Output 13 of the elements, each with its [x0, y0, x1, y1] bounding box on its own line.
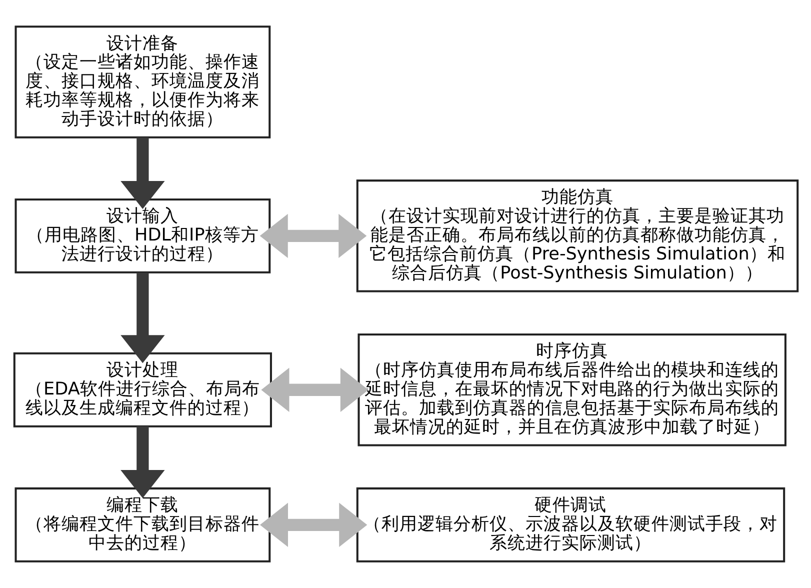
arrow [259, 214, 366, 258]
node-box: 编程下载 （将编程文件下载到目标器件中去的过程） [14, 487, 270, 562]
node-box: 功能仿真 （在设计实现前对设计进行的仿真，主要是验证其功能是否正确。布局布线以前的仿真都称做功能仿真，它包括综合前仿真（Pre-Synthesis Simulation）和综合后仿真（Post-Synthesis Simulation）） [356, 180, 798, 292]
node-box: 设计准备 （设定一些诸如功能、操作速度、接口规格、环境温度及消耗功率等规格，以便作为将来动手设计时的依据） [14, 26, 270, 138]
arrow [120, 138, 164, 210]
arrow [260, 368, 368, 412]
node-box: 硬件调试 （利用逻辑分析仪、示波器以及软硬件测试手段，对系统进行实际测试） [356, 487, 785, 562]
arrow [259, 502, 367, 547]
node-box: 时序仿真 （时序仿真使用布局布线后器件给出的模块和连线的延时信息，在最坏的情况下对电路的行为做出实际的评估。加载到仿真器的信息包括基于实际布局布线的最坏情况的延时，并且在仿真波形中加载了时延） [357, 334, 786, 446]
arrow [120, 426, 164, 498]
node-box: 设计输入 （用电路图、HDL和IP核等方法进行设计的过程） [14, 198, 270, 274]
arrow [120, 272, 164, 364]
node-box: 设计处理 （EDA软件进行综合、布局布线以及生成编程文件的过程） [12, 352, 272, 428]
